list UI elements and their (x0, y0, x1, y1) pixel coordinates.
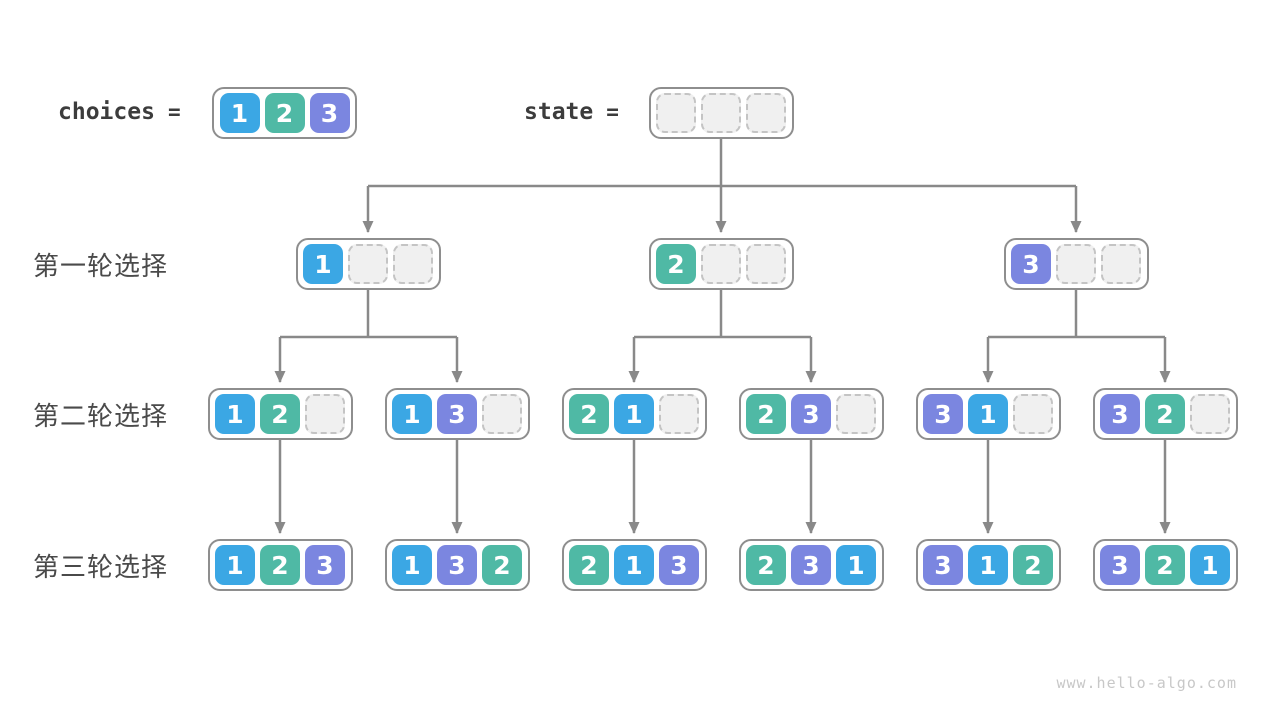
array-cell-3: 3 (305, 545, 345, 585)
equals-sign: = (606, 100, 619, 124)
round-label: 第一轮选择 (33, 250, 169, 281)
array-cell-1: 1 (219, 93, 260, 133)
array-cell-1: 1 (215, 394, 255, 434)
array-cell-1: 1 (215, 545, 255, 585)
array-cell-empty (348, 244, 388, 284)
array-cell-2: 2 (1145, 394, 1185, 434)
array-cell-3: 3 (923, 545, 963, 585)
watermark: www.hello-algo.com (1056, 674, 1237, 692)
array-cell-3: 3 (791, 394, 831, 434)
array-cell-2: 2 (746, 394, 786, 434)
array-cell-1: 1 (836, 545, 876, 585)
array-node (648, 87, 794, 139)
array-cell-1: 1 (392, 545, 432, 585)
array-cell-3: 3 (923, 394, 963, 434)
array-cell-empty (701, 244, 741, 284)
array-cell-empty (305, 394, 345, 434)
array-cell-2: 2 (260, 545, 300, 585)
state-expression: state = (524, 87, 619, 137)
array-cell-1: 1 (968, 545, 1008, 585)
array-cell-3: 3 (1100, 394, 1140, 434)
choices-expression: choices = (58, 87, 181, 137)
array-cell-1: 1 (1190, 545, 1230, 585)
array-cell-1: 1 (614, 394, 654, 434)
array-cell-3: 3 (437, 394, 477, 434)
equals-sign: = (167, 100, 181, 124)
array-cell-empty (836, 394, 876, 434)
array-cell-3: 3 (309, 93, 350, 133)
array-node: 2 (648, 238, 794, 290)
array-cell-empty (746, 244, 786, 284)
array-cell-2: 2 (569, 545, 609, 585)
array-cell-2: 2 (264, 93, 305, 133)
array-cell-1: 1 (614, 545, 654, 585)
array-cell-2: 2 (482, 545, 522, 585)
round-label: 第二轮选择 (33, 400, 169, 431)
array-cell-3: 3 (437, 545, 477, 585)
array-cell-2: 2 (746, 545, 786, 585)
array-cell-2: 2 (1145, 545, 1185, 585)
array-cell-2: 2 (260, 394, 300, 434)
array-cell-1: 1 (392, 394, 432, 434)
array-cell-empty (1013, 394, 1053, 434)
array-node: 1 (295, 238, 441, 290)
round-label: 第三轮选择 (33, 551, 169, 582)
array-cell-2: 2 (1013, 545, 1053, 585)
array-node: 3 (1003, 238, 1149, 290)
array-cell-empty (659, 394, 699, 434)
array-cell-empty (482, 394, 522, 434)
array-cell-empty (1056, 244, 1096, 284)
choices-label: choices (58, 99, 155, 125)
array-cell-2: 2 (569, 394, 609, 434)
array-cell-1: 1 (303, 244, 343, 284)
array-cell-empty (656, 93, 696, 133)
array-cell-1: 1 (968, 394, 1008, 434)
array-cell-empty (746, 93, 786, 133)
array-cell-empty (393, 244, 433, 284)
array-cell-empty (1101, 244, 1141, 284)
array-cell-empty (701, 93, 741, 133)
state-label: state (524, 99, 594, 125)
array-cell-3: 3 (791, 545, 831, 585)
array-cell-3: 3 (659, 545, 699, 585)
array-cell-3: 3 (1011, 244, 1051, 284)
array-cell-3: 3 (1100, 545, 1140, 585)
array-cell-empty (1190, 394, 1230, 434)
array-cell-2: 2 (656, 244, 696, 284)
